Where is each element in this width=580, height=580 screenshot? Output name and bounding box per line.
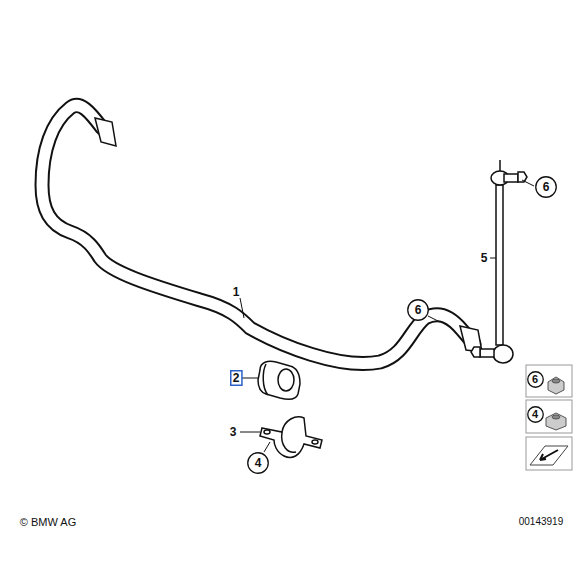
- callout-circle: 4: [247, 452, 269, 474]
- mounting-bracket: [260, 417, 322, 458]
- callout-circle: 6: [527, 371, 544, 388]
- copyright-note: © BMW AG: [20, 517, 76, 528]
- callout-number: 1: [233, 286, 240, 298]
- callout-number: 6: [415, 304, 422, 316]
- stabilizer-link: [471, 160, 527, 363]
- callout-number: 3: [230, 426, 237, 438]
- side-panel: [526, 365, 572, 470]
- callout-number: 6: [532, 374, 538, 385]
- callout-number: 4: [532, 409, 538, 420]
- diagram-number: 00143919: [519, 517, 564, 527]
- callout-number: 4: [255, 457, 262, 469]
- callout-circle: 6: [407, 299, 429, 321]
- callout-circle: 4: [527, 406, 544, 423]
- callout-number: 6: [543, 181, 550, 193]
- callout-number: 2: [233, 372, 240, 384]
- leader-line: [240, 180, 534, 452]
- callout-number: 5: [481, 252, 488, 264]
- callout-circle: 6: [535, 176, 557, 198]
- rubber-bushing: [258, 361, 300, 399]
- callout-box: 2: [230, 370, 243, 386]
- stabilizer-bar: [42, 105, 474, 363]
